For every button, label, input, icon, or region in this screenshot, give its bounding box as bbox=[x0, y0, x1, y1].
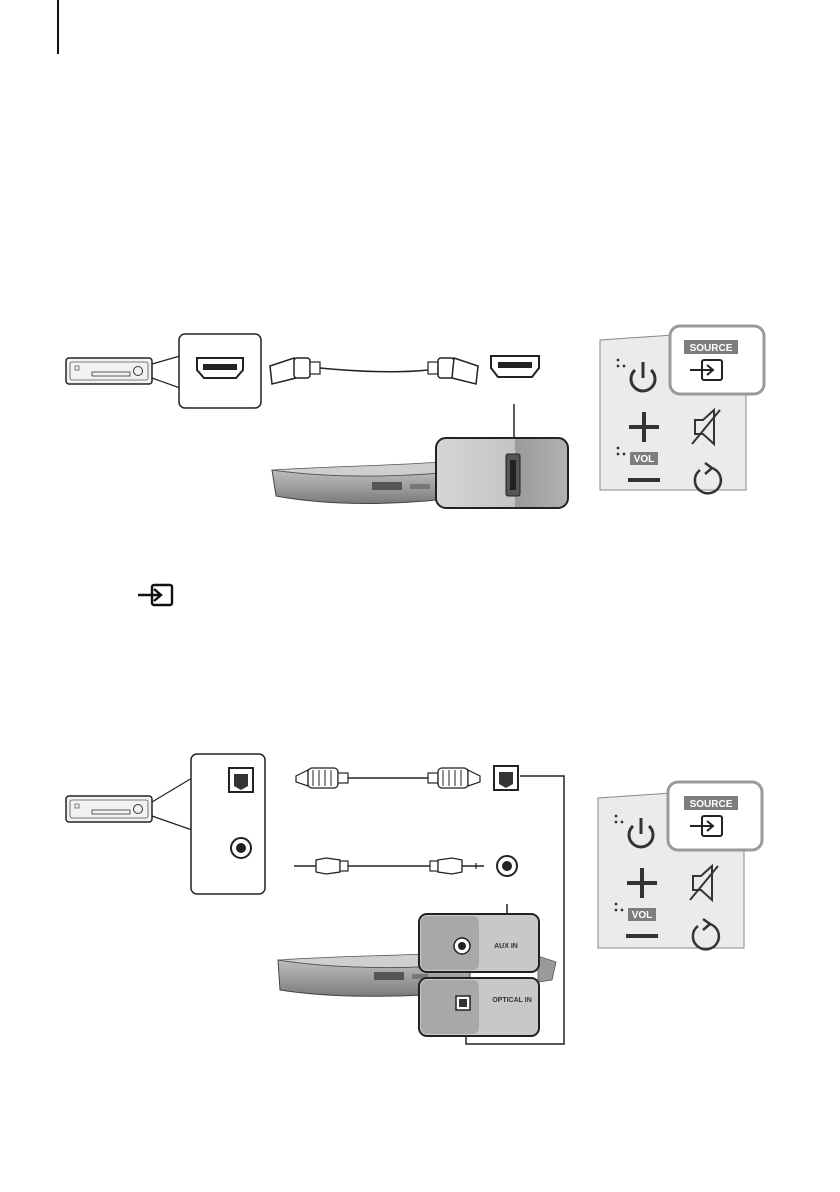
soundbar-hdmi-port-zoom bbox=[436, 438, 568, 508]
hdmi-cable bbox=[270, 358, 478, 384]
optical-in-label: OPTICAL IN bbox=[492, 997, 532, 1004]
source-label: SOURCE bbox=[690, 343, 733, 354]
source-label-2: SOURCE bbox=[690, 799, 733, 810]
vol-label: VOL bbox=[634, 454, 655, 465]
soundbar-optical-port-zoom: OPTICAL IN bbox=[419, 978, 539, 1036]
vol-label-2: VOL bbox=[632, 910, 653, 921]
bd-player-icon-2 bbox=[66, 796, 152, 822]
optical-aux-diagram: AUX IN OPTICAL IN SOURCE bbox=[66, 754, 762, 1044]
aux-cable bbox=[294, 858, 484, 874]
remote-control-hdmi: SOURCE bbox=[600, 326, 764, 493]
optical-port-icon bbox=[229, 768, 253, 792]
hdmi-jack-icon bbox=[491, 356, 539, 377]
aux-port-icon bbox=[231, 838, 251, 858]
hdmi-port-icon bbox=[197, 358, 243, 378]
optical-jack-icon bbox=[494, 766, 518, 790]
source-input-icon-inline bbox=[138, 585, 172, 605]
aux-in-label: AUX IN bbox=[494, 943, 518, 950]
remote-control-optical: SOURCE bbox=[598, 782, 762, 949]
hdmi-diagram: SOURCE bbox=[66, 326, 764, 508]
soundbar-aux-port-zoom: AUX IN bbox=[419, 914, 539, 972]
bd-player-icon bbox=[66, 358, 152, 384]
aux-jack-icon bbox=[497, 856, 517, 876]
optical-cable bbox=[296, 768, 480, 788]
